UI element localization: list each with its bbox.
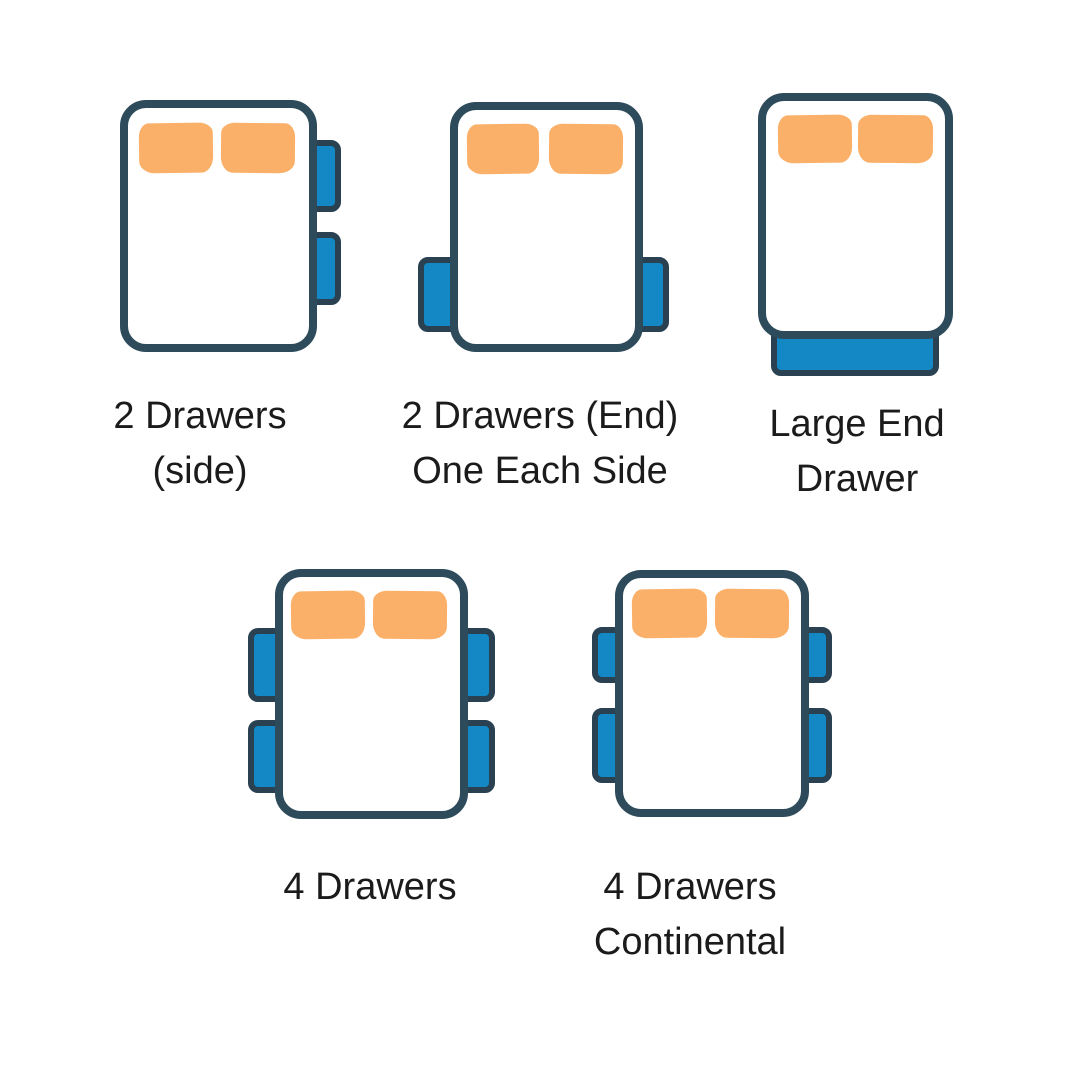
pillow-icon — [714, 588, 790, 639]
figure-4-drawers — [248, 569, 495, 819]
figure-label: 2 Drawers (side) — [85, 389, 315, 499]
figure-label-line: 2 Drawers — [113, 395, 287, 437]
figure-2-drawers-end — [418, 102, 669, 352]
figure-large-end-drawer — [758, 93, 953, 376]
figure-label-line: 4 Drawers — [283, 866, 457, 908]
figure-label: Large End Drawer — [742, 397, 972, 507]
pillow-icon — [631, 588, 708, 639]
pillow-icon — [466, 123, 540, 175]
figure-label: 4 Drawers Continental — [575, 860, 805, 970]
figure-2-drawers-side — [120, 100, 341, 352]
figure-label: 2 Drawers (End) One Each Side — [390, 389, 690, 499]
pillow-icon — [372, 590, 448, 640]
pillow-icon — [220, 122, 296, 174]
figure-label-line: One Each Side — [412, 450, 668, 492]
figure-label-line: (side) — [152, 450, 248, 492]
figure-label-line: 4 Drawers — [603, 866, 777, 908]
pillow-icon — [857, 114, 934, 164]
pillow-icon — [138, 122, 214, 174]
figure-label-line: 2 Drawers (End) — [401, 395, 679, 437]
pillow-icon — [777, 114, 853, 164]
pillow-icon — [290, 590, 366, 640]
figure-label: 4 Drawers — [255, 860, 485, 915]
figure-label-line: Large End — [769, 403, 945, 445]
figure-label-line: Drawer — [795, 458, 919, 500]
figure-label-line: Continental — [593, 921, 787, 963]
figure-4-drawers-continental — [592, 570, 832, 817]
pillow-icon — [548, 123, 624, 175]
